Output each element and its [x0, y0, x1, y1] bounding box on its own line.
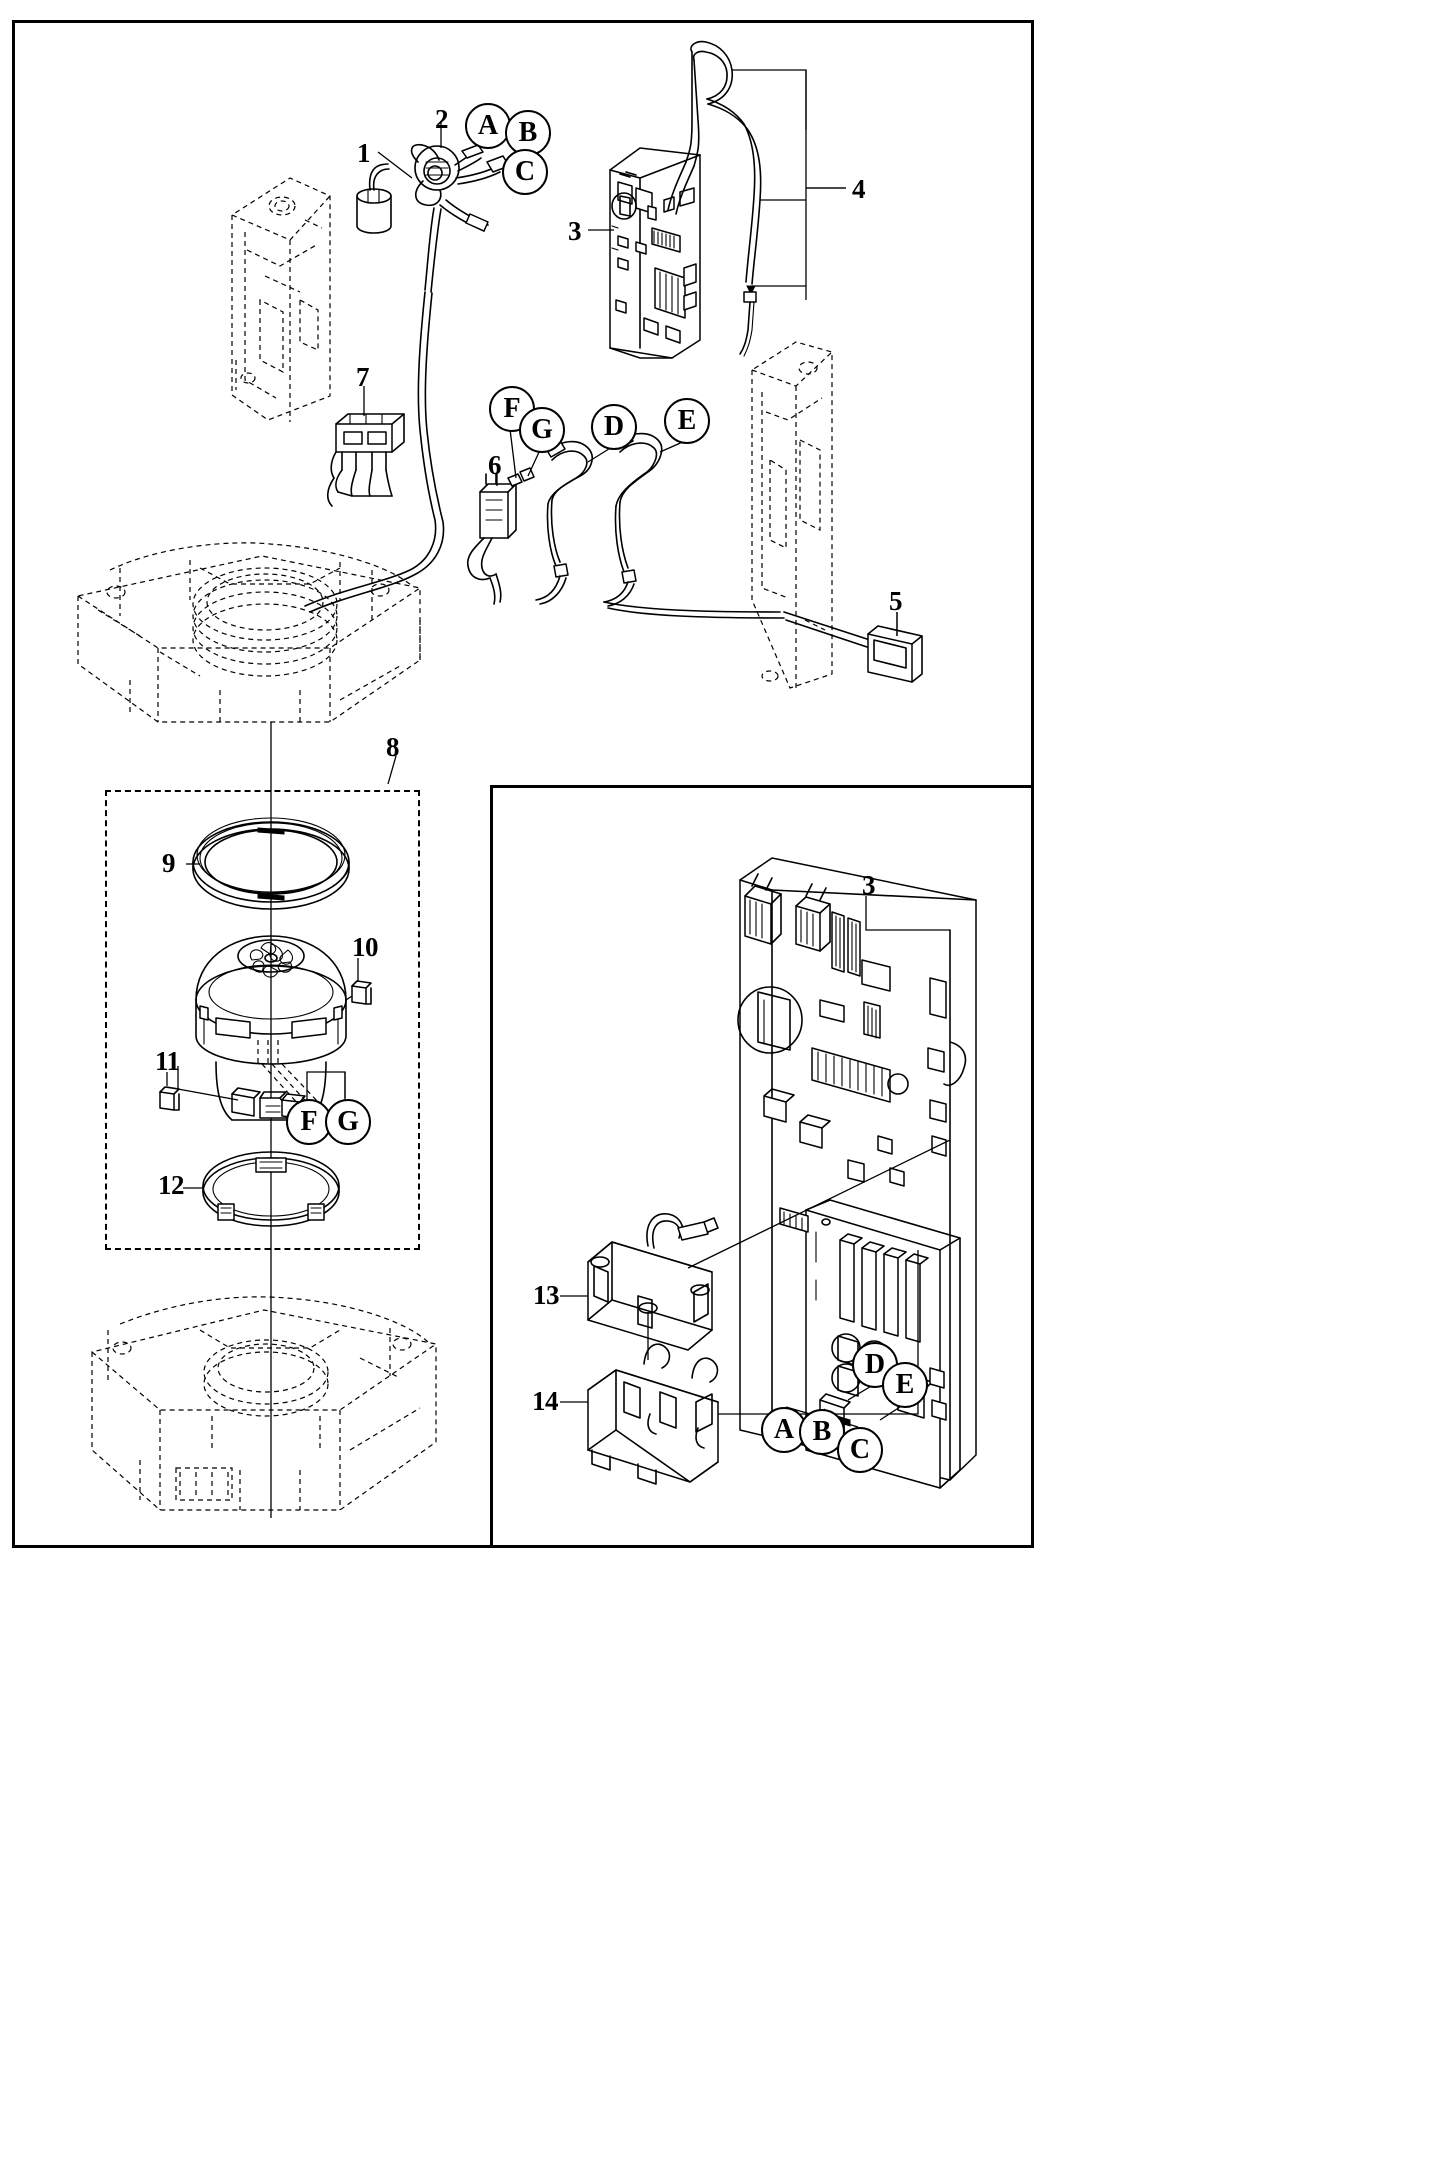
- part-number-2: 2: [435, 104, 449, 134]
- callout-D-mid: D: [591, 404, 637, 450]
- part-number-1: 1: [357, 138, 371, 168]
- part-number-4: 4: [852, 174, 866, 204]
- part-number-10: 10: [352, 932, 379, 962]
- callout-C-top: C: [502, 149, 548, 195]
- dashed-housing-upper: [77, 542, 421, 723]
- part-number-9: 9: [162, 848, 176, 878]
- part-3-control-pcb-detail: [737, 857, 977, 1489]
- dashed-side-panel-right: [751, 341, 833, 690]
- part-10-connector: [345, 958, 372, 1005]
- part-number-7: 7: [356, 362, 370, 392]
- part-11-connector: [159, 1072, 239, 1111]
- part-8-motor-assembly: [159, 935, 372, 1227]
- callout-B-top: B: [505, 110, 551, 156]
- callout-G-mid: G: [519, 407, 565, 453]
- part-number-3-detail: 3: [862, 870, 876, 900]
- cable-to-terminal-5: [603, 601, 785, 619]
- part-number-11: 11: [155, 1046, 180, 1076]
- callout-D-panel: D: [852, 1342, 898, 1388]
- part-number-5: 5: [889, 586, 903, 616]
- part-6-connector-block: [466, 467, 535, 605]
- part-5-terminal-block: [783, 611, 923, 683]
- part-12-retaining-ring: [202, 1151, 340, 1227]
- part-3-control-pcb-top: [609, 147, 701, 359]
- part-number-13: 13: [533, 1280, 560, 1310]
- dashed-side-panel-top-left: [231, 177, 331, 422]
- part-13-pump-valve: [587, 1213, 719, 1360]
- fan-blades: [249, 942, 294, 978]
- part-number-8: 8: [386, 732, 400, 762]
- long-harness-cable: [304, 291, 445, 613]
- dashed-housing-lower: [91, 1296, 437, 1511]
- sub-panel-frame: [490, 785, 1034, 1548]
- part-1-capacitor: [356, 163, 392, 234]
- part-number-14: 14: [532, 1386, 559, 1416]
- part-number-3: 3: [568, 216, 582, 246]
- callout-A-top: A: [465, 103, 511, 149]
- callout-C-panel: C: [837, 1427, 883, 1473]
- harness-wires-ABC: [424, 144, 510, 293]
- callout-G-low: G: [325, 1099, 371, 1145]
- callout-E-mid: E: [664, 398, 710, 444]
- group-8-dashed-box: [105, 790, 420, 1250]
- part-9-gasket-ring: [192, 817, 350, 910]
- callout-E-panel: E: [882, 1362, 928, 1408]
- part-7-switch-assembly: [326, 413, 405, 507]
- part-14-mounting-bracket: [587, 1343, 719, 1485]
- part-number-12: 12: [158, 1170, 185, 1200]
- leader-F-G-mid: [509, 428, 541, 479]
- part-2-grommet: [410, 143, 460, 207]
- part-number-6: 6: [488, 450, 502, 480]
